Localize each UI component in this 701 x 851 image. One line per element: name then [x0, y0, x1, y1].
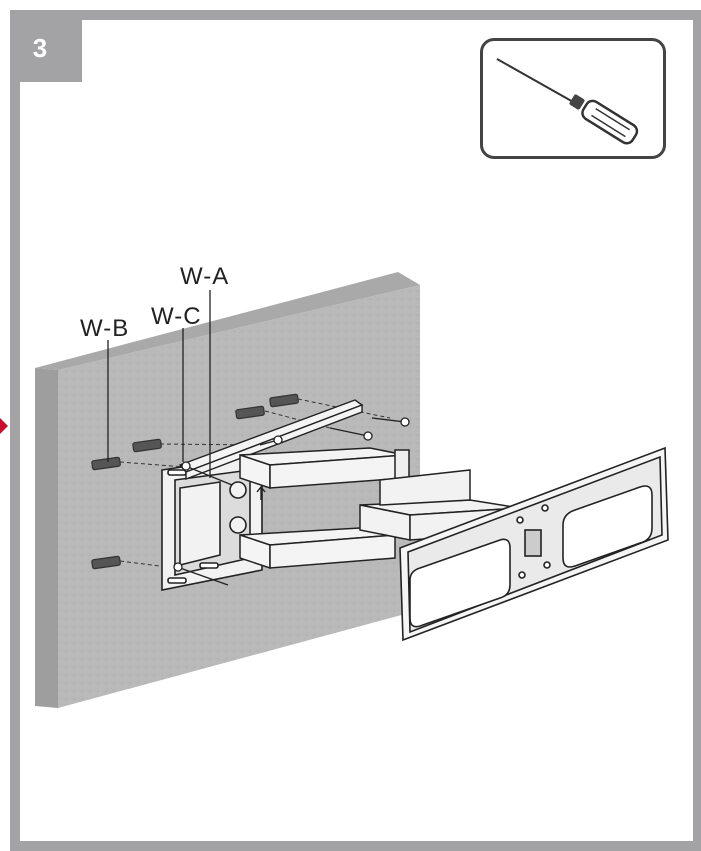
lag-screws [173, 417, 410, 586]
step-number: 3 [32, 32, 48, 63]
swing-arm-upper [239, 447, 410, 490]
anchor-top [269, 393, 299, 408]
swing-arm-lower [239, 527, 396, 570]
label-w-b: W-B [80, 315, 130, 342]
edge-marker-arrow [0, 418, 8, 434]
wall-anchors [91, 393, 299, 570]
anchor-right-upper [235, 405, 265, 420]
tool-box [480, 38, 666, 159]
label-w-a: W-A [180, 263, 230, 290]
anchor-w-b-bottom [91, 555, 121, 570]
callout-leaders [107, 290, 211, 478]
step-number-badge: 3 [10, 10, 82, 82]
label-w-c: W-C [151, 303, 202, 330]
screwdriver-icon [496, 58, 639, 145]
anchor-w-b-top [91, 456, 121, 471]
up-arrow-icon [256, 485, 266, 500]
tv-bracket [399, 446, 669, 642]
